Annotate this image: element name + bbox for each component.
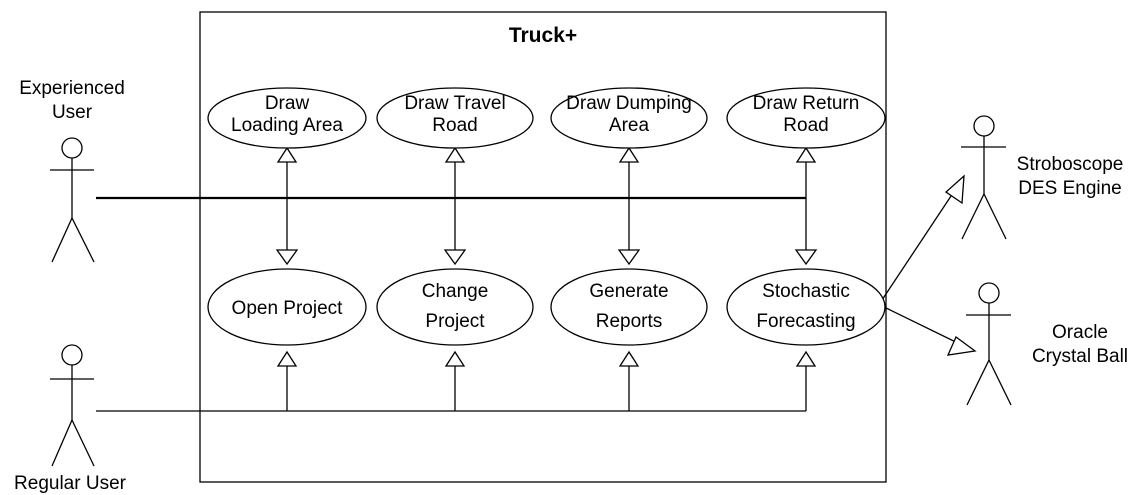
svg-text:Crystal Ball: Crystal Ball [1032, 346, 1128, 367]
svg-text:Oracle: Oracle [1052, 322, 1108, 343]
system-title: Truck+ [509, 24, 577, 47]
svg-text:DES Engine: DES Engine [1018, 178, 1122, 199]
svg-text:User: User [52, 102, 93, 123]
svg-text:Regular User: Regular User [14, 473, 127, 494]
use-case-change-project[interactable]: Change Project [376, 268, 534, 346]
svg-text:Area: Area [609, 115, 650, 136]
svg-text:Experienced: Experienced [19, 78, 125, 99]
svg-text:Draw Dumping: Draw Dumping [566, 93, 692, 114]
svg-text:Forecasting: Forecasting [756, 311, 855, 332]
actor-experienced-user[interactable]: Experienced User [19, 78, 125, 263]
svg-text:Project: Project [425, 311, 485, 332]
svg-text:Reports: Reports [596, 311, 663, 332]
stick-figure-icon [50, 137, 95, 263]
use-case-open-project[interactable]: Open Project [207, 268, 367, 346]
actor-oracle[interactable]: Oracle Crystal Ball [966, 282, 1128, 406]
svg-text:Loading Area: Loading Area [231, 115, 343, 136]
regular-user-association [96, 365, 807, 412]
svg-text:Open Project: Open Project [232, 298, 344, 319]
svg-text:Generate: Generate [589, 281, 668, 302]
system-boundary [199, 11, 887, 483]
svg-text:Stochastic: Stochastic [762, 281, 850, 302]
use-case-draw-travel-road[interactable]: Draw Travel Road [376, 87, 534, 149]
actor-regular-user[interactable]: Regular User [14, 344, 127, 494]
use-case-draw-return-road[interactable]: Draw Return Road [726, 87, 886, 149]
svg-text:Draw Return: Draw Return [753, 93, 860, 114]
svg-text:Road: Road [432, 115, 477, 136]
generalization-connectors [286, 162, 807, 250]
svg-text:Draw Travel: Draw Travel [404, 93, 505, 114]
svg-text:Stroboscope: Stroboscope [1017, 154, 1124, 175]
use-case-draw-dumping-area[interactable]: Draw Dumping Area [550, 87, 708, 149]
stroboscope-association [881, 183, 960, 301]
actor-stroboscope[interactable]: Stroboscope DES Engine [961, 115, 1124, 240]
svg-text:Draw: Draw [265, 93, 310, 114]
svg-text:Road: Road [783, 115, 828, 136]
arrowheads [275, 146, 977, 367]
use-case-stochastic-forecasting[interactable]: Stochastic Forecasting [726, 268, 886, 346]
stick-figure-icon [961, 115, 1007, 240]
stick-figure-icon [50, 344, 95, 467]
stick-figure-icon [966, 282, 1012, 406]
use-case-generate-reports[interactable]: Generate Reports [550, 268, 708, 346]
svg-text:Change: Change [422, 281, 489, 302]
use-case-draw-loading-area[interactable]: Draw Loading Area [207, 87, 367, 149]
